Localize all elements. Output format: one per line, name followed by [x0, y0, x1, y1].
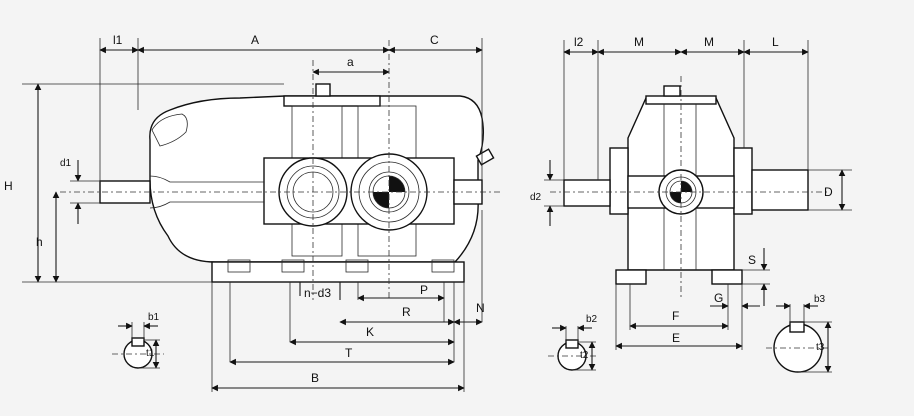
label-E: E — [672, 331, 680, 345]
label-a: a — [347, 55, 354, 69]
label-A: A — [251, 33, 259, 47]
label-d1: d1 — [60, 158, 72, 169]
side-output-shaft — [751, 169, 809, 211]
side-input-shaft — [563, 179, 611, 207]
label-F: F — [672, 309, 679, 323]
label-l2: l2 — [574, 35, 584, 49]
label-t1: t1 — [146, 348, 155, 359]
label-h: h — [36, 235, 43, 249]
side-labels: l2 M M L d2 D S G F E — [530, 35, 833, 345]
label-S: S — [748, 253, 756, 267]
keyway-detail-3: b3 t3 — [766, 294, 832, 373]
front-dimensions — [22, 38, 483, 392]
label-l1: l1 — [113, 33, 123, 47]
breather — [315, 83, 331, 97]
front-labels: l1 A C a H d1 h n−d3 P R N K T B — [4, 33, 485, 385]
label-C: C — [430, 33, 439, 47]
label-P: P — [420, 283, 428, 297]
label-L: L — [772, 35, 779, 49]
label-b3: b3 — [814, 294, 826, 305]
front-view — [60, 40, 500, 300]
base-plate — [211, 261, 465, 283]
label-B: B — [311, 371, 319, 385]
label-T: T — [345, 346, 353, 360]
side-dimensions — [544, 40, 852, 350]
label-R: R — [402, 305, 411, 319]
label-H: H — [4, 179, 13, 193]
inspection-cover — [283, 95, 381, 107]
label-d2: d2 — [530, 192, 542, 203]
keyway-detail-2: b2 t2 — [548, 314, 598, 371]
label-K: K — [366, 325, 374, 339]
label-b2: b2 — [586, 314, 598, 325]
label-D: D — [824, 185, 833, 199]
keyway-detail-1: b1 t1 — [112, 312, 164, 369]
label-M-left: M — [634, 35, 644, 49]
label-G: G — [714, 291, 723, 305]
label-M-right: M — [704, 35, 714, 49]
label-N: N — [476, 301, 485, 315]
label-n-d3: n−d3 — [304, 286, 331, 300]
side-view — [550, 76, 830, 300]
label-t2: t2 — [580, 350, 589, 361]
label-b1: b1 — [148, 312, 160, 323]
label-t3: t3 — [816, 342, 825, 353]
